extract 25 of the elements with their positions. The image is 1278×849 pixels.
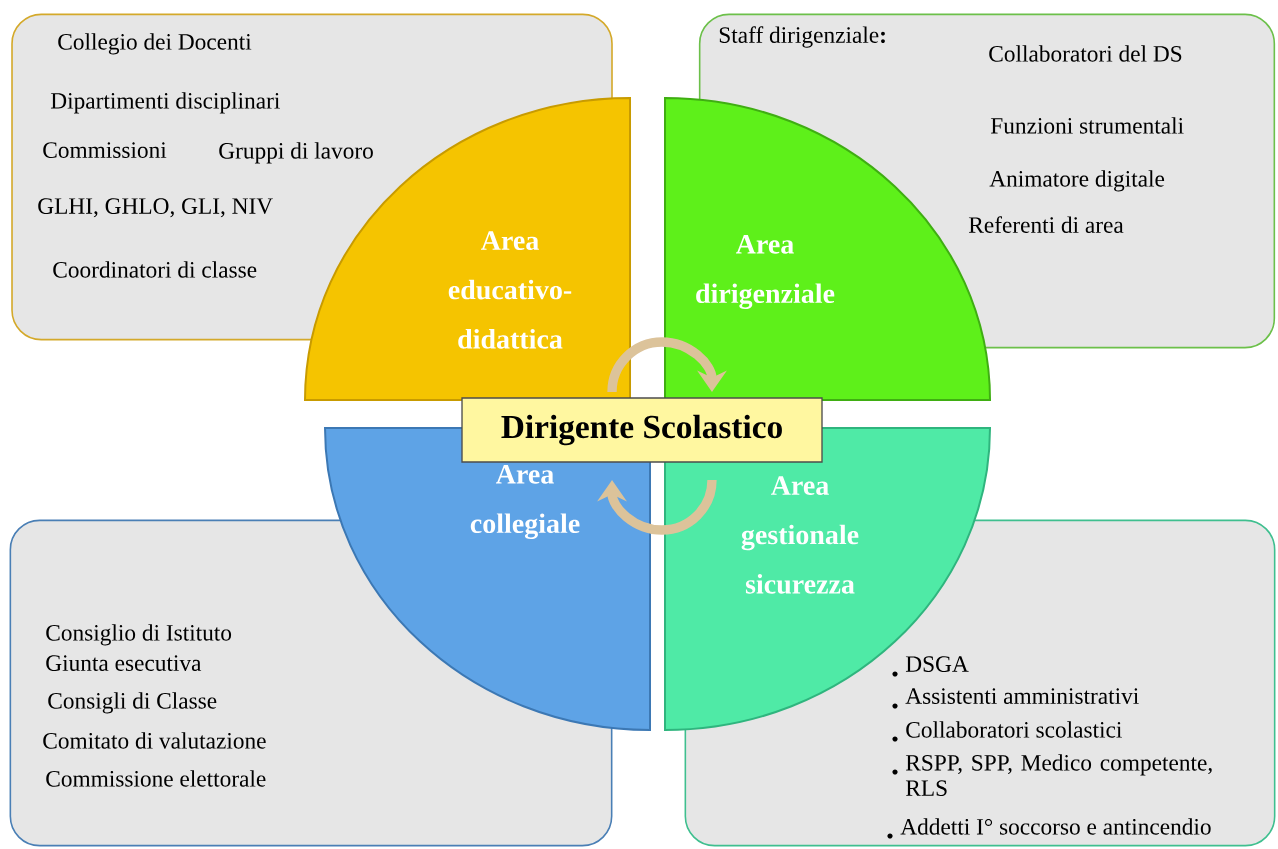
- list-item: Consiglio di Istituto: [46, 624, 232, 646]
- list-item: Collegio dei Docenti: [58, 33, 252, 55]
- list-item: Consigli di Classe: [48, 692, 217, 714]
- list-item: Comitato di valutazione: [43, 732, 266, 749]
- list-item: Dipartimenti disciplinari: [50, 92, 280, 114]
- list-item: Commissione elettorale: [46, 770, 266, 787]
- list-item: Animatore digitale: [989, 170, 1165, 192]
- list-item: Collaboratori del DS: [989, 45, 1182, 62]
- area-label: Area collegiale: [470, 465, 580, 539]
- list-item: Assistenti amministrativi: [892, 688, 1139, 709]
- list-item: Funzioni strumentali: [990, 117, 1184, 134]
- list-item: GLHI, GHLO, GLI, NIV: [38, 198, 273, 218]
- list-item: Staff dirigenziale:: [719, 26, 885, 48]
- list-item: Addetti I° soccorso e antincendio: [887, 818, 1211, 839]
- area-label: Area educativo-didattica: [448, 231, 572, 349]
- list-item: DSGA: [892, 656, 969, 677]
- area-label: Area gestionale sicurezza: [741, 476, 859, 594]
- list-item: Gruppi di lavoro: [219, 142, 373, 164]
- list-item: Collaboratori scolastici: [892, 721, 1122, 742]
- list-item: RSPP, SPP, Medico competente, RLS: [892, 754, 1212, 796]
- list-item: Referenti di area: [968, 216, 1124, 233]
- title-box: Dirigente Scolastico: [461, 397, 823, 463]
- list-item: Commissioni: [43, 142, 167, 158]
- list-item: Giunta esecutiva: [46, 655, 202, 671]
- list-item: Coordinatori di classe: [53, 261, 257, 278]
